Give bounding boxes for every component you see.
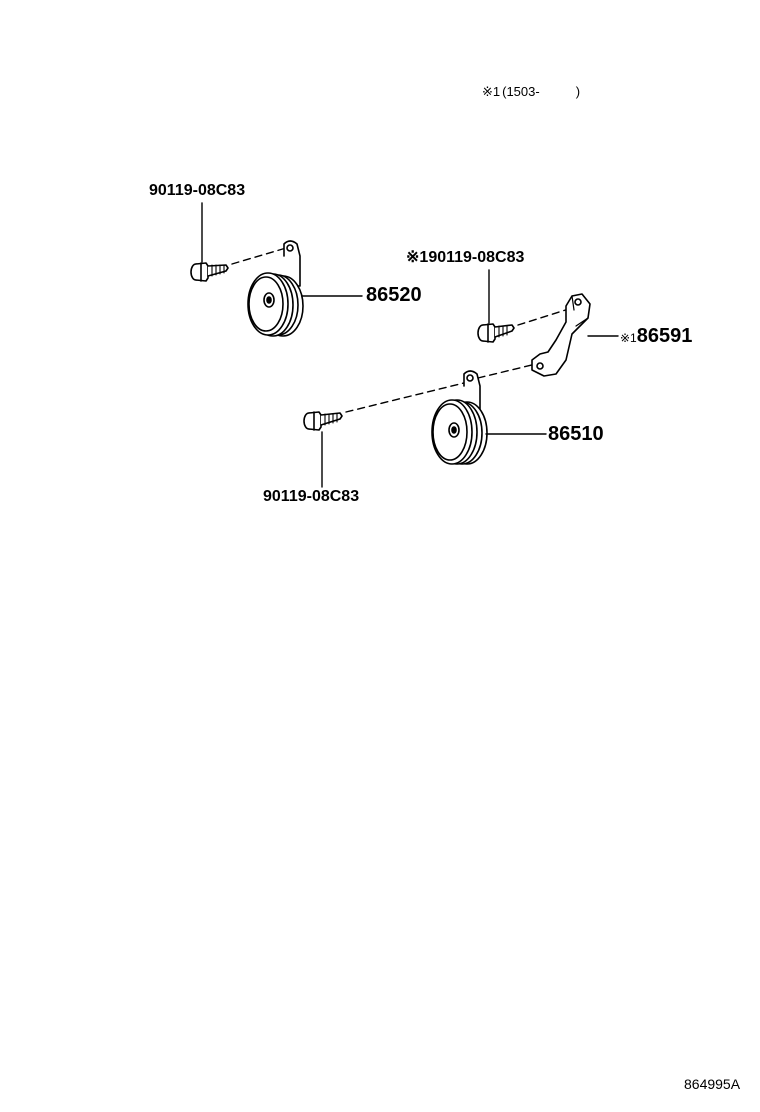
note-range-close: ) <box>575 84 581 99</box>
bolt-bracket[interactable] <box>477 323 515 343</box>
label-bolt-lower[interactable]: 90119-08C83 <box>263 488 360 505</box>
label-bolt-bracket-group[interactable]: ※190119-08C83 <box>406 250 524 266</box>
bracket[interactable] <box>531 293 591 377</box>
bolt-lower[interactable] <box>303 411 343 431</box>
label-bracket-group[interactable]: ※186591 <box>620 326 692 346</box>
horn-low[interactable] <box>247 240 304 337</box>
note-range-open: (1503- <box>502 84 540 99</box>
label-bolt-bracket: 90119-08C83 <box>428 249 525 266</box>
label-horn-high[interactable]: 86510 <box>548 423 604 445</box>
label-bolt-upper[interactable]: 90119-08C83 <box>149 182 246 199</box>
note-marker: ※1 <box>482 84 501 99</box>
applicability-note: ※1(1503-) <box>482 84 580 100</box>
dash-bolt-lower <box>345 381 469 413</box>
label-bracket-marker: ※1 <box>620 331 637 345</box>
label-bracket: 86591 <box>636 325 693 347</box>
bolt-upper[interactable] <box>190 262 229 282</box>
dash-horn-bracket <box>477 363 537 379</box>
horn-high[interactable] <box>431 370 488 465</box>
label-bolt-bracket-marker: ※1 <box>406 249 429 266</box>
label-horn-low[interactable]: 86520 <box>366 284 422 306</box>
dash-bolt-upper <box>231 247 287 265</box>
dash-bolt-bracket <box>517 307 573 326</box>
illustration-id: 864995A <box>684 1076 741 1092</box>
